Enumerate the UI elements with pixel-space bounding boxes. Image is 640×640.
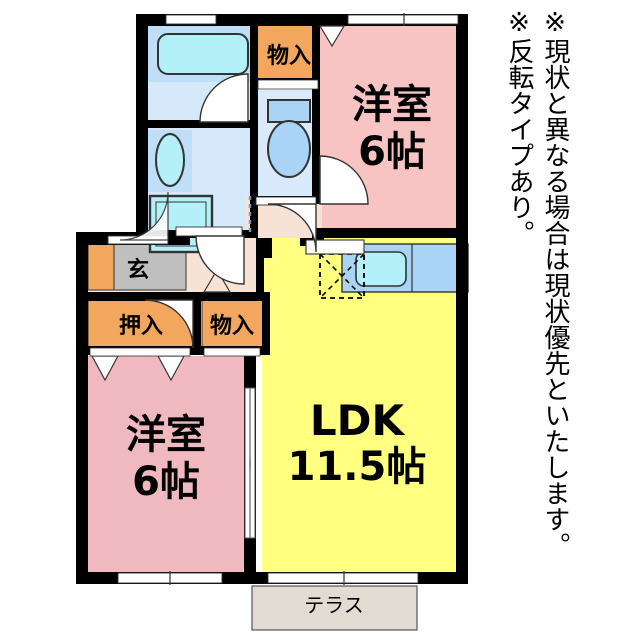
opening-washroom-door bbox=[175, 226, 243, 237]
opening-kitchen-vent bbox=[305, 239, 365, 255]
closet-hall-reveal bbox=[203, 347, 261, 357]
closet-north-label: 物入 bbox=[267, 43, 311, 69]
wall-bath-toilet bbox=[250, 14, 258, 232]
wall-oshiire-top bbox=[80, 292, 194, 301]
window-bedroom-north-top bbox=[347, 14, 459, 25]
shoe-cabinet bbox=[87, 243, 115, 291]
wall-left-lower bbox=[76, 232, 88, 584]
window-bath bbox=[165, 14, 217, 25]
wall-right-lower bbox=[456, 230, 468, 584]
bedroom-south-label-line2: 6帖 bbox=[132, 459, 200, 505]
wall-toilet-bedroom bbox=[312, 14, 320, 204]
bathtub bbox=[157, 33, 249, 75]
wall-right-upper bbox=[456, 14, 468, 242]
wall-left-upper bbox=[136, 14, 148, 244]
door-arc-washroom bbox=[195, 235, 245, 285]
bedroom-north-label-line2: 6帖 bbox=[358, 129, 426, 175]
wall-closet-hall-top bbox=[196, 292, 270, 301]
wall-bedroom-north-bottom bbox=[312, 228, 468, 238]
genkan-label: 玄 bbox=[127, 257, 149, 283]
terrace-floor bbox=[251, 585, 418, 631]
washbasin-icon bbox=[155, 133, 185, 187]
terrace-label: テラス bbox=[304, 593, 364, 617]
wall-bath-washroom bbox=[148, 120, 258, 128]
oshiire-reveal bbox=[89, 347, 191, 357]
toilet-bowl-icon bbox=[267, 120, 311, 178]
gas-range-x2 bbox=[319, 253, 365, 299]
ldk-floor bbox=[262, 238, 468, 574]
closet-north-reveal bbox=[257, 79, 319, 90]
door-arc-genkan bbox=[119, 191, 169, 241]
wall-hall-ldk bbox=[256, 238, 264, 298]
closet-north-door-mark bbox=[318, 25, 346, 48]
wall-oshiire-right bbox=[192, 292, 201, 354]
door-arc-bath bbox=[199, 73, 249, 123]
window-ldk-bottom bbox=[267, 572, 419, 584]
oshiire-label: 押入 bbox=[119, 313, 163, 339]
ldk-label-line2: 11.5帖 bbox=[288, 444, 427, 490]
note-reverse-type: ※反転タイプあり。 bbox=[504, 8, 534, 246]
door-arc-bedroom-north bbox=[319, 155, 369, 205]
closet-north-floor bbox=[258, 26, 320, 78]
door-arc-hall-ldk bbox=[144, 299, 194, 349]
closet-hall-door-mark bbox=[202, 268, 232, 293]
bedroom-south-floor bbox=[88, 356, 244, 574]
bedroom-south-label-line1: 洋室 bbox=[126, 412, 206, 458]
bedroom-north-label-line1: 洋室 bbox=[352, 82, 432, 128]
toilet-tank bbox=[267, 99, 311, 123]
kitchen-sink bbox=[355, 251, 407, 287]
ldk-label-line1: LDK bbox=[310, 396, 406, 445]
wall-closet-hall-right bbox=[262, 292, 270, 354]
note-current-condition: ※現状と異なる場合は現状優先といたします。 bbox=[540, 8, 570, 558]
wall-kitchen-left bbox=[262, 238, 272, 258]
closet-hall-label: 物入 bbox=[210, 313, 254, 339]
door-arc-toilet bbox=[267, 203, 317, 253]
